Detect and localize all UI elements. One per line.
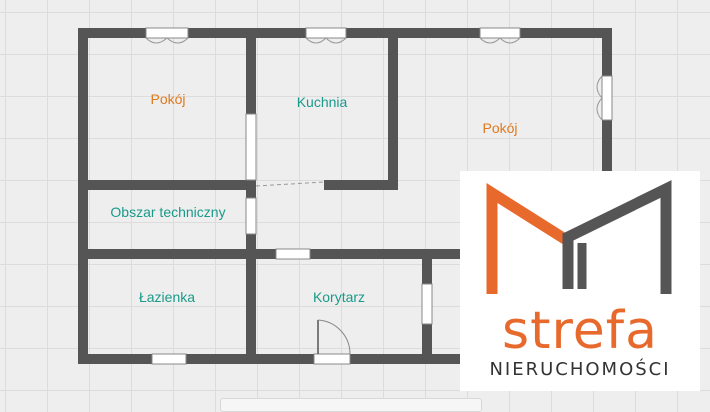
- windows: [145, 27, 613, 365]
- window-kuchnia-top: [305, 27, 347, 39]
- window-pokoj-top: [145, 27, 189, 39]
- window-lazienka-bottom: [151, 353, 187, 365]
- window-korytarz-right: [421, 283, 433, 325]
- logo-mark-icon: [486, 180, 672, 294]
- window-pokoj-right-side: [601, 75, 613, 121]
- room-label-obszar-techniczny: Obszar techniczny: [110, 204, 226, 220]
- logo-subtitle: NIERUCHOMOŚCI: [489, 359, 671, 380]
- strefa-logo: strefa NIERUCHOMOŚCI: [460, 171, 700, 391]
- logo-name: strefa: [502, 301, 658, 361]
- entrance-door: [313, 319, 351, 365]
- wall-pokoj-kuchnia: [246, 28, 256, 364]
- wall-obszar-lazienka: [78, 249, 460, 259]
- window-obszar-side: [245, 197, 257, 235]
- kitchen-opening-dashed: [255, 181, 325, 187]
- wall-kuchnia-pokoj: [388, 28, 398, 190]
- bottom-tab: [220, 398, 482, 412]
- room-label-kuchnia: Kuchnia: [296, 94, 348, 110]
- room-label-pokoj-2: Pokój: [482, 120, 518, 136]
- window-pokoj-right-top: [479, 27, 521, 39]
- room-label-lazienka: Łazienka: [138, 289, 196, 305]
- window-korytarz-top: [275, 248, 311, 260]
- window-arcs: [145, 37, 603, 121]
- window-pokoj-kuchnia-side: [245, 113, 257, 181]
- wall-outer-bottom: [78, 354, 460, 364]
- wall-pokoj-obszar: [78, 180, 256, 190]
- wall-outer-left: [78, 28, 88, 364]
- floor-plan: [78, 27, 613, 365]
- wall-kuchnia-bottom: [324, 180, 398, 190]
- room-label-pokoj-1: Pokój: [150, 91, 186, 107]
- room-label-korytarz: Korytarz: [312, 289, 366, 305]
